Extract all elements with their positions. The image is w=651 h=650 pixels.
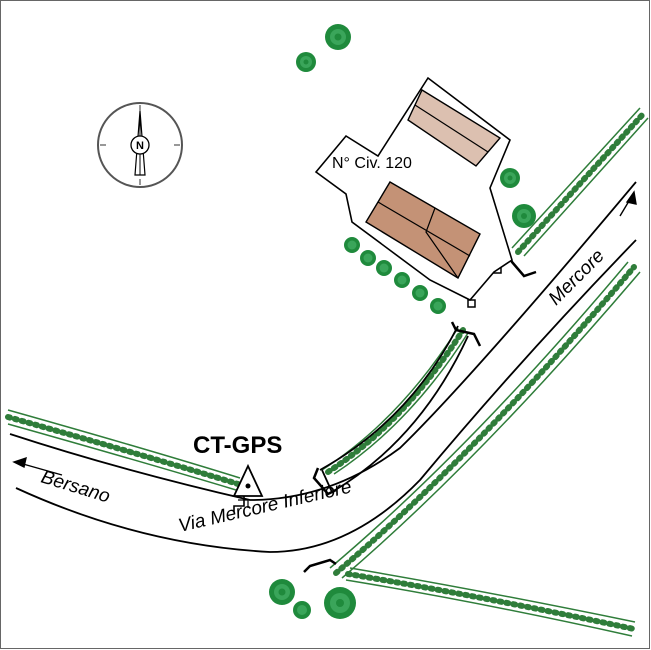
tree-icon <box>269 579 295 605</box>
hedge-left-outer <box>7 409 241 479</box>
tree-icon <box>394 272 410 288</box>
hedge-path-beads <box>325 327 466 475</box>
direction-arrow-icon <box>12 456 63 476</box>
hedge-bottom-beads <box>345 571 637 632</box>
hedge-right-inner <box>341 271 641 579</box>
hedge-left-beads <box>5 414 241 487</box>
curb-left <box>312 467 337 496</box>
tree-icon <box>412 285 428 301</box>
trees <box>269 24 536 619</box>
tree-icon <box>360 250 376 266</box>
roads <box>9 181 637 573</box>
hedge-right-beads <box>333 264 637 576</box>
gate-post-1 <box>467 299 476 308</box>
north-arrow-icon: N <box>97 102 183 188</box>
tree-icon <box>430 298 446 314</box>
hedge-left-inner <box>7 423 237 491</box>
road-main-south-edge <box>15 239 637 553</box>
road-label-main: Via Mercore Inferiore <box>176 477 353 537</box>
building-north <box>407 88 502 167</box>
hedge-bottom-outer <box>349 567 636 623</box>
tree-icon <box>512 204 536 228</box>
road-main-north-edge <box>9 181 637 501</box>
curb-junction <box>303 558 337 573</box>
gps-label: CT-GPS <box>193 432 282 459</box>
tree-icon <box>344 237 360 253</box>
driveway-west <box>321 469 333 493</box>
curb-top <box>450 321 482 347</box>
hedge-mercore-inner <box>523 117 649 257</box>
tree-icon <box>500 168 520 188</box>
hedges <box>5 107 649 637</box>
driveway-edge-right <box>319 325 459 471</box>
driveway-edge-left <box>331 335 469 493</box>
north-letter: N <box>136 140 144 152</box>
tree-icon <box>376 260 392 276</box>
tree-icon <box>324 587 356 619</box>
hedge-mercore-beads <box>515 110 647 255</box>
tree-icon <box>296 52 316 72</box>
hedge-right-outer <box>329 261 629 569</box>
direction-arrow-icon <box>619 190 637 217</box>
civic-number-label: N° Civ. 120 <box>332 155 412 172</box>
building-south <box>365 181 481 279</box>
hedge-bottom-inner <box>345 579 633 637</box>
road-label-bersano: Bersano <box>39 467 113 508</box>
hedge-path-inner <box>333 332 469 475</box>
hedge-mercore-outer <box>511 107 641 249</box>
gps-triangle-icon <box>232 463 264 512</box>
tree-icon <box>293 601 311 619</box>
tree-icon <box>325 24 351 50</box>
